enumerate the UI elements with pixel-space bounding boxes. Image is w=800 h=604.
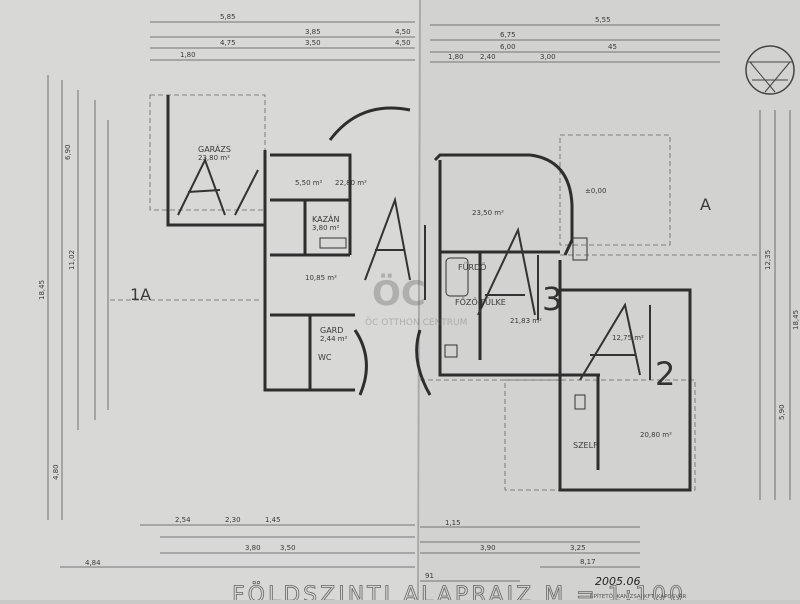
walls	[166, 95, 692, 492]
dim-bottom: 3,25	[570, 544, 586, 552]
chimney-icon	[572, 237, 588, 261]
unit-label-a2: 2 A2	[579, 302, 675, 393]
dim-top: 3,50	[305, 39, 321, 47]
dim-bottom: 3,50	[280, 544, 296, 552]
wing-label-1a: 1A	[130, 285, 151, 304]
dim-top: 4,50	[395, 28, 411, 36]
dim-bottom: 2,54	[175, 516, 191, 524]
svg-text:2: 2	[655, 355, 675, 393]
dim-top: 6,00	[500, 43, 516, 51]
dim-top: 45	[608, 43, 617, 51]
room-name-wardrobe: GARD	[320, 326, 343, 335]
terrace-outline	[559, 134, 671, 246]
room-name-closet: SZELF	[573, 441, 598, 450]
plan-title: FÖLDSZINTI ALAPRAJZ M = 1:100	[232, 582, 686, 600]
room-area-a2-room: 20,80 m²	[640, 431, 672, 439]
room-area-hall: 10,85 m²	[305, 274, 337, 282]
dim-top: 2,40	[480, 53, 496, 61]
svg-text:3: 3	[542, 280, 562, 318]
room-name-kitchenette: FŐZŐ-FÜLKE	[455, 297, 506, 307]
dim-top: 4,50	[395, 39, 411, 47]
room-area-living: 23,50 m²	[472, 209, 504, 217]
toilet-icon	[444, 344, 458, 358]
dim-bottom: 3,90	[480, 544, 496, 552]
dim-bottom: 4,84	[85, 559, 101, 567]
dim-top: 6,75	[500, 31, 516, 39]
svg-text:ÖC: ÖC	[372, 273, 426, 314]
dim-left: 4,80	[52, 464, 60, 480]
watermark-logo: ÖC ÖC OTTHON CENTRUM	[365, 273, 467, 328]
room-name-boiler: KAZÁN	[312, 213, 340, 224]
unit-label-a4: A4	[177, 157, 259, 216]
dim-bottom: 3,80	[245, 544, 261, 552]
bottom-dimension-lines	[60, 524, 640, 582]
unit-label-a3: 3 A3	[477, 226, 562, 320]
dim-bottom: 1,15	[445, 519, 461, 527]
paper-fold	[417, 0, 421, 601]
room-area-entry: 22,80 m²	[335, 179, 367, 187]
dim-left: 6,90	[64, 144, 72, 160]
dim-top: 4,75	[220, 39, 236, 47]
unit-label-a1: A1	[364, 196, 426, 300]
room-area-a3: 21,83 m²	[510, 317, 542, 325]
dim-top: 1,80	[448, 53, 464, 61]
dim-right: 18,45	[792, 310, 800, 330]
room-area-wardrobe: 2,44 m²	[320, 335, 348, 343]
side-dimension-lines	[47, 75, 791, 520]
wing-label-a: A	[700, 195, 711, 214]
top-dimension-lines	[150, 21, 720, 63]
svg-text:ÖC OTTHON CENTRUM: ÖC OTTHON CENTRUM	[365, 317, 467, 328]
room-name-garage: GARÁZS	[198, 143, 231, 154]
dim-top: 5,55	[595, 16, 611, 24]
room-name-wc: WC	[318, 353, 332, 362]
dim-right: 12,35	[764, 250, 772, 270]
level-mark: ±0,00	[585, 187, 606, 195]
toilet-icon	[574, 394, 586, 410]
dim-top: 3,85	[305, 28, 321, 36]
dim-top: 1,80	[180, 51, 196, 59]
dim-top: 5,85	[220, 13, 236, 21]
room-area-utility: 5,50 m²	[295, 179, 323, 187]
dim-bottom: 1,45	[265, 516, 281, 524]
paper-right	[420, 0, 800, 600]
dim-bottom: 8,17	[580, 558, 596, 566]
dim-right: 5,90	[778, 404, 786, 420]
dim-left: 11,02	[68, 250, 76, 270]
north-arrow-icon	[745, 45, 795, 95]
room-name-bath: FÜRDŐ	[458, 262, 486, 272]
bathtub-icon	[445, 257, 469, 297]
dim-bottom: 91	[425, 572, 434, 580]
room-area-a2: 12,75 m²	[612, 334, 644, 342]
room-area-boiler: 3,80 m²	[312, 224, 340, 232]
plan-date: 2005.06	[595, 575, 641, 588]
dim-left: 18,45	[38, 280, 46, 300]
builder-note: ÉPÍTETŐ: KANIZSAI KFT. KAPOSVÁR	[590, 592, 687, 600]
boiler-icon	[319, 237, 347, 249]
dim-top: 3,00	[540, 53, 556, 61]
room-area-garage: 23,80 m²	[198, 154, 230, 162]
dim-bottom: 2,30	[225, 516, 241, 524]
